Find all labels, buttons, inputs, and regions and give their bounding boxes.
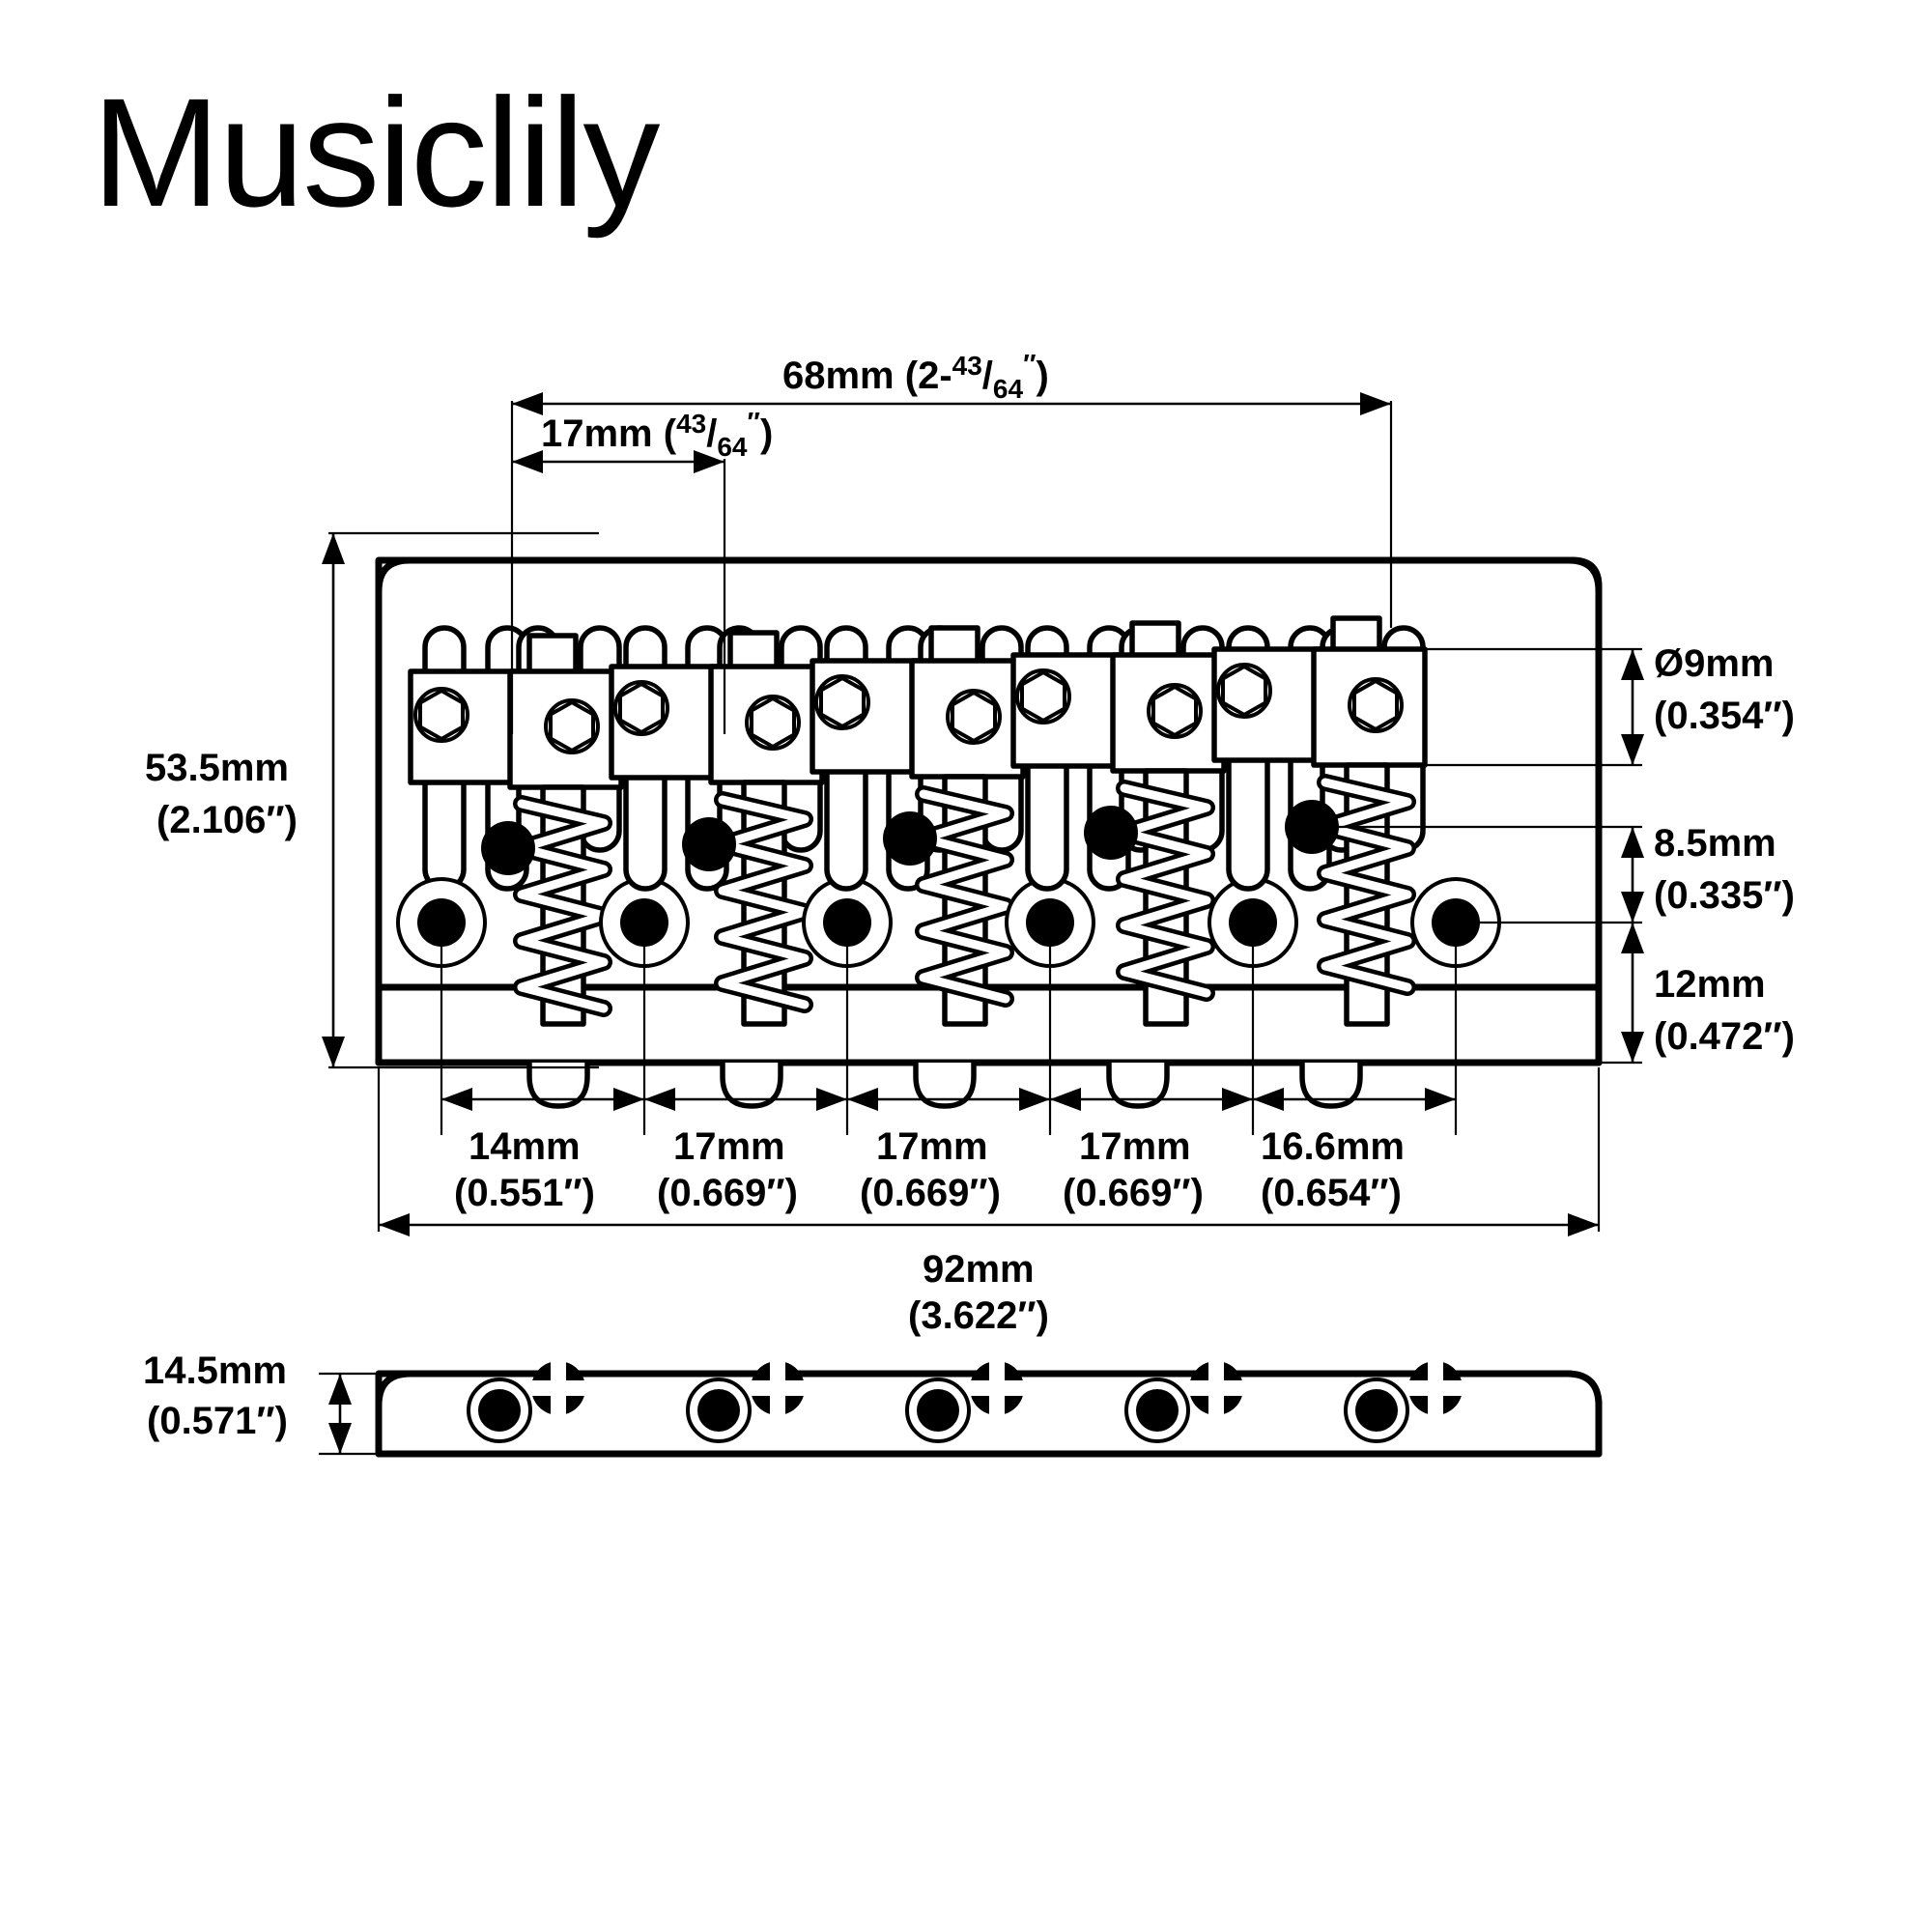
string-anchor-dot [1285,800,1339,854]
intonation-spring [1116,780,1215,1002]
phillips-slot-v [770,1361,785,1415]
dim-14-5mm-label-mm: 14.5mm [143,1350,287,1392]
dim-8-5mm: 8.5mm (0.335″) [1333,822,1795,924]
hex-screw-head [1151,684,1198,738]
dim-92mm-label-inch: (3.622″) [908,1294,1049,1337]
string-assembly-3 [810,625,930,892]
side-mounting-hole-center [1136,1389,1179,1432]
dim-chain-4-mm: 17mm [1079,1125,1191,1168]
intonation-spring [513,795,612,1017]
bottom-notch [1106,1060,1170,1109]
dim-53-5mm-label-mm: 53.5mm [145,747,289,789]
dim-53-5mm-label-inch: (2.106″) [156,799,298,841]
side-hole-screw-pair [686,1361,805,1443]
dim-chain-5-mm: 16.6mm [1261,1125,1405,1168]
dim-chain-1-mm: 14mm [469,1125,581,1168]
front-view [375,556,1603,1109]
brand-logo: Musiclily [92,66,660,239]
intonation-assembly-2 [682,625,893,1027]
dim-8-5mm-label-inch: (0.335″) [1654,874,1795,917]
phillips-slot-v [1428,1361,1443,1415]
dim-12mm-label-mm: 12mm [1654,963,1766,1006]
dim-92mm-label-mm: 92mm [923,1248,1035,1291]
string-anchor-dot [481,821,535,875]
dim-chain-bottom: 14mm (0.551″) 17mm (0.669″) 17mm (0.669″… [440,923,1458,1214]
side-hole-screw-pair [467,1361,585,1443]
string-anchor-dot [1084,806,1138,860]
dim-chain-3-mm: 17mm [876,1125,988,1168]
dim-53-5mm: 53.5mm (2.106″) [145,531,599,1069]
side-hole-screw-pair [905,1361,1024,1443]
side-mounting-hole-center [478,1389,521,1432]
string-assembly-5 [1211,625,1332,892]
side-hole-screw-pair [1344,1361,1463,1443]
dim-chain-5-inch: (0.654″) [1261,1172,1402,1214]
dim-14-5mm-label-inch: (0.571″) [147,1400,288,1442]
dim-14-5mm: 14.5mm (0.571″) [143,1350,406,1456]
dim-chain-3-inch: (0.669″) [860,1172,1001,1214]
hex-screw-head [951,690,997,744]
dim-9mm-label-inch: (0.354″) [1654,695,1795,737]
bottom-notch [1299,1060,1363,1109]
side-mounting-hole-center [697,1389,740,1432]
intonation-spring [1317,774,1416,996]
dim-17mm-top: 17mm (43/64″) [512,407,773,734]
dim-17mm-top-label: 17mm (43/64″) [541,407,773,462]
intonation-spring [714,791,813,1013]
hex-screw-head [549,699,595,753]
side-mounting-hole-center [1355,1389,1398,1432]
dim-chain-2-inch: (0.669″) [657,1172,798,1214]
hex-screw-head [1221,664,1267,718]
dim-9mm-label-mm: Ø9mm [1654,642,1775,685]
hex-screw-head [819,675,866,729]
bottom-notch [526,1060,590,1109]
dim-68mm: 68mm (2-43/64″) [510,349,1393,734]
dim-12mm: 12mm (0.472″) [1478,923,1795,1065]
bottom-notch [913,1060,977,1109]
hex-screw-head [1020,669,1066,724]
string-anchor-dot [883,811,937,866]
hex-screw-head [750,696,796,750]
side-hole-screw-pair [1124,1361,1243,1443]
dim-chain-2-mm: 17mm [673,1125,785,1168]
string-anchor-dot [682,817,736,871]
phillips-slot-v [989,1361,1005,1415]
dim-chain-4-inch: (0.669″) [1063,1172,1204,1214]
dim-9mm: Ø9mm (0.354″) [1420,642,1795,767]
phillips-slot-v [551,1361,566,1415]
side-view [375,1361,1603,1458]
phillips-slot-v [1208,1361,1224,1415]
hex-screw-head [418,688,465,742]
intonation-spring [915,785,1014,1008]
bottom-notch-group [526,1060,1363,1109]
dim-8-5mm-label-mm: 8.5mm [1654,822,1776,865]
dim-92mm: 92mm (3.622″) [377,1067,1601,1337]
side-mounting-hole-center [917,1389,959,1432]
dim-12mm-label-inch: (0.472″) [1654,1015,1795,1058]
hex-screw-head [618,681,665,735]
intonation-assembly-5 [1285,615,1501,1027]
bottom-notch [720,1060,783,1109]
hex-screw-head [1352,678,1399,732]
dim-68mm-label: 68mm (2-43/64″) [782,349,1049,404]
dim-chain-1-inch: (0.551″) [454,1172,595,1214]
